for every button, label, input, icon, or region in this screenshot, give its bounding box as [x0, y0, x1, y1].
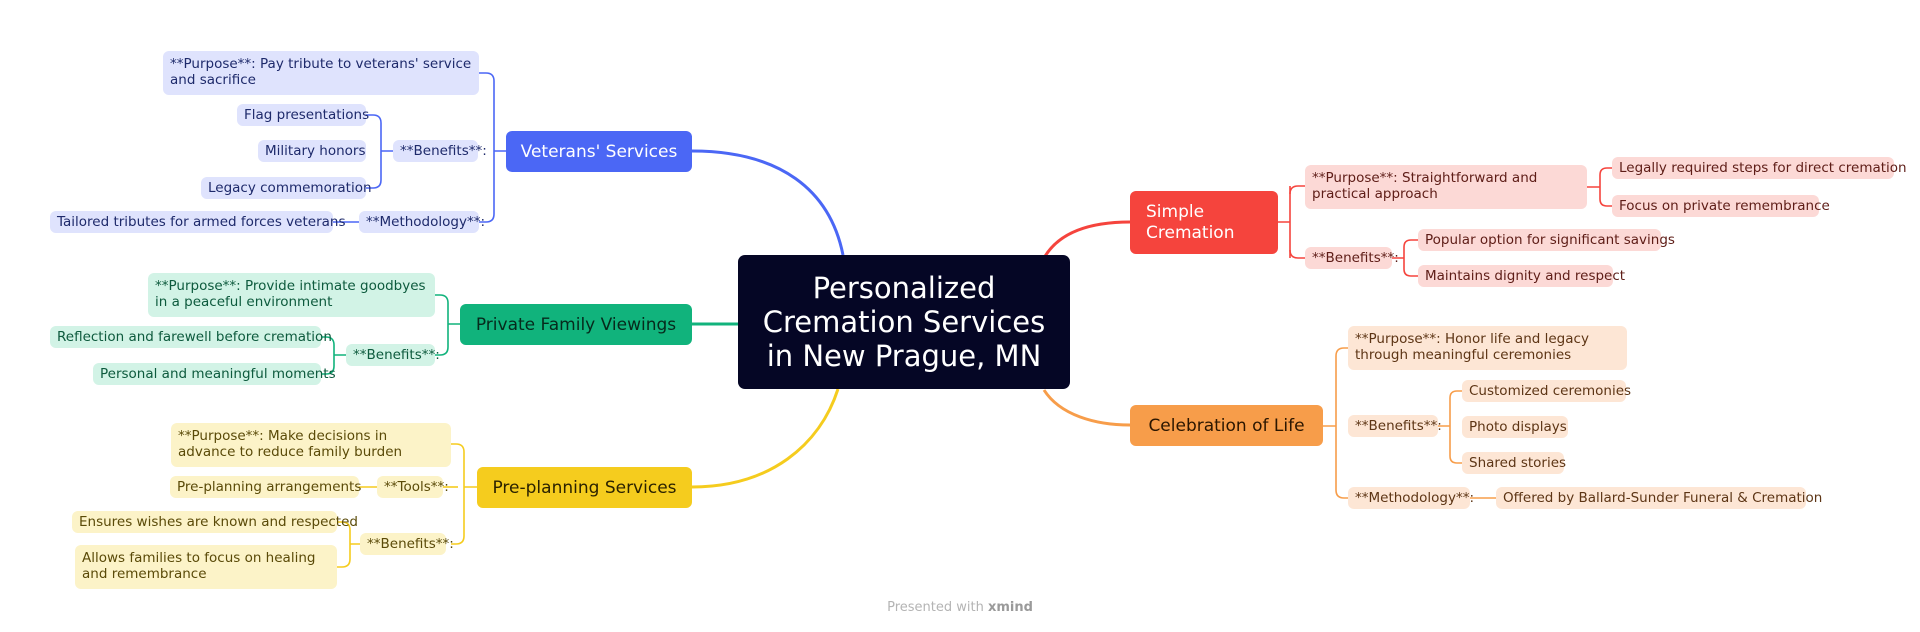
central-title-line-3: in New Prague, MN — [766, 339, 1042, 373]
celebration-benefit-2-text: Photo displays — [1469, 419, 1567, 435]
veterans-methodology-text: **Methodology**: — [366, 214, 486, 230]
celebration-methodology-text: **Methodology**: — [1355, 490, 1475, 506]
footer-prefix: Presented with — [887, 600, 984, 615]
preplanning-benefits-text: **Benefits**: — [367, 536, 454, 552]
celebration-methodology[interactable]: **Methodology**: — [1348, 487, 1474, 509]
simple-cremation-benefits[interactable]: **Benefits**: — [1305, 247, 1399, 269]
celebration-methodology-child-1-text: Offered by Ballard-Sunder Funeral & Crem… — [1503, 490, 1823, 506]
preplanning-tools-text: **Tools**: — [384, 479, 449, 495]
private-viewings-benefits-text: **Benefits**: — [353, 347, 440, 363]
branch-celebration-of-life-label: Celebration of Life — [1148, 415, 1305, 436]
links-veterans — [333, 72, 506, 223]
private-viewings-benefit-2[interactable]: Personal and meaningful moments — [93, 363, 336, 385]
private-viewings-benefit-1-text: Reflection and farewell before cremation — [57, 329, 332, 345]
celebration-benefits-text: **Benefits**: — [1355, 418, 1442, 434]
celebration-benefit-1[interactable]: Customized ceremonies — [1462, 380, 1631, 402]
link-central-celebration — [1042, 389, 1131, 427]
preplanning-tools-child-1-text: Pre-planning arrangements — [177, 479, 362, 495]
branch-veterans-services[interactable]: Veterans' Services — [506, 131, 692, 172]
veterans-benefit-3[interactable]: Legacy commemoration — [201, 177, 372, 199]
celebration-purpose-text: **Purpose**: Honor life and legacy throu… — [1355, 331, 1589, 363]
celebration-methodology-child-1[interactable]: Offered by Ballard-Sunder Funeral & Crem… — [1496, 487, 1822, 509]
branch-preplanning-services-label: Pre-planning Services — [492, 477, 677, 498]
branch-preplanning-services[interactable]: Pre-planning Services — [477, 467, 692, 508]
celebration-benefit-3[interactable]: Shared stories — [1462, 452, 1567, 474]
veterans-methodology-child-1[interactable]: Tailored tributes for armed forces veter… — [50, 211, 346, 233]
preplanning-tools[interactable]: **Tools**: — [377, 476, 449, 498]
celebration-benefits[interactable]: **Benefits**: — [1348, 415, 1442, 437]
simple-cremation-benefit-1[interactable]: Popular option for significant savings — [1418, 229, 1675, 251]
celebration-benefit-3-text: Shared stories — [1469, 455, 1567, 471]
veterans-benefit-1[interactable]: Flag presentations — [237, 104, 370, 126]
celebration-purpose[interactable]: **Purpose**: Honor life and legacy throu… — [1348, 326, 1627, 370]
private-viewings-purpose[interactable]: **Purpose**: Provide intimate goodbyes i… — [148, 273, 435, 317]
preplanning-benefits[interactable]: **Benefits**: — [360, 533, 454, 555]
veterans-benefit-2[interactable]: Military honors — [258, 140, 366, 162]
private-viewings-benefits[interactable]: **Benefits**: — [346, 344, 440, 366]
preplanning-benefit-1-text: Ensures wishes are known and respected — [79, 514, 358, 530]
preplanning-benefit-2[interactable]: Allows families to focus on healing and … — [75, 545, 337, 589]
simple-cremation-benefit-2[interactable]: Maintains dignity and respect — [1418, 265, 1625, 287]
link-central-simple-cremation — [1042, 220, 1131, 259]
celebration-benefit-1-text: Customized ceremonies — [1469, 383, 1632, 399]
branch-celebration-of-life[interactable]: Celebration of Life — [1130, 405, 1323, 446]
simple-cremation-purpose-text: **Purpose**: Straightforward and practic… — [1312, 170, 1538, 202]
preplanning-tools-child-1[interactable]: Pre-planning arrangements — [170, 476, 362, 498]
simple-cremation-purpose-child-1[interactable]: Legally required steps for direct cremat… — [1612, 157, 1907, 179]
preplanning-purpose[interactable]: **Purpose**: Make decisions in advance t… — [171, 423, 451, 467]
branch-simple-cremation-label-line-1: Simple — [1146, 201, 1205, 222]
simple-cremation-purpose-child-2[interactable]: Focus on private remembrance — [1612, 195, 1830, 217]
links-celebration — [1323, 347, 1496, 499]
links-preplanning — [337, 443, 477, 568]
veterans-methodology-child-1-text: Tailored tributes for armed forces veter… — [57, 214, 346, 230]
veterans-purpose[interactable]: **Purpose**: Pay tribute to veterans' se… — [163, 51, 479, 95]
preplanning-purpose-text: **Purpose**: Make decisions in advance t… — [178, 428, 403, 460]
branch-private-family-viewings[interactable]: Private Family Viewings — [460, 304, 692, 345]
private-viewings-benefit-2-text: Personal and meaningful moments — [100, 366, 336, 382]
preplanning-benefit-1[interactable]: Ensures wishes are known and respected — [72, 511, 358, 533]
simple-cremation-benefit-2-text: Maintains dignity and respect — [1425, 268, 1626, 284]
private-viewings-purpose-text: **Purpose**: Provide intimate goodbyes i… — [155, 278, 426, 310]
private-viewings-benefit-1[interactable]: Reflection and farewell before cremation — [50, 326, 332, 348]
links-simple-cremation — [1278, 167, 1612, 277]
veterans-benefits[interactable]: **Benefits**: — [393, 140, 487, 162]
simple-cremation-purpose[interactable]: **Purpose**: Straightforward and practic… — [1305, 165, 1587, 209]
branch-simple-cremation[interactable]: Simple Cremation — [1130, 191, 1278, 254]
central-title-line-1: Personalized — [812, 271, 996, 305]
branch-private-family-viewings-label: Private Family Viewings — [475, 314, 677, 335]
central-title-line-2: Cremation Services — [762, 305, 1046, 339]
veterans-benefits-text: **Benefits**: — [400, 143, 487, 159]
branch-veterans-services-label: Veterans' Services — [520, 141, 678, 162]
celebration-benefit-2[interactable]: Photo displays — [1462, 416, 1568, 438]
preplanning-benefit-2-text: Allows families to focus on healing and … — [82, 550, 316, 582]
central-topic[interactable]: Personalized Cremation Services in New P… — [738, 255, 1070, 389]
veterans-benefit-2-text: Military honors — [265, 143, 366, 159]
presented-with-footer: Presented with xmind — [0, 600, 1920, 615]
veterans-benefit-3-text: Legacy commemoration — [208, 180, 372, 196]
simple-cremation-benefits-text: **Benefits**: — [1312, 250, 1399, 266]
simple-cremation-purpose-child-2-text: Focus on private remembrance — [1619, 198, 1830, 214]
veterans-purpose-text: **Purpose**: Pay tribute to veterans' se… — [170, 56, 472, 88]
simple-cremation-purpose-child-1-text: Legally required steps for direct cremat… — [1619, 160, 1907, 176]
link-central-preplanning — [691, 388, 840, 489]
veterans-methodology[interactable]: **Methodology**: — [359, 211, 485, 233]
links-private-viewings — [321, 294, 460, 375]
veterans-benefit-1-text: Flag presentations — [244, 107, 370, 123]
link-central-veterans — [691, 149, 845, 256]
branch-simple-cremation-label-line-2: Cremation — [1146, 222, 1235, 243]
footer-brand: xmind — [987, 600, 1033, 615]
simple-cremation-benefit-1-text: Popular option for significant savings — [1425, 232, 1675, 248]
